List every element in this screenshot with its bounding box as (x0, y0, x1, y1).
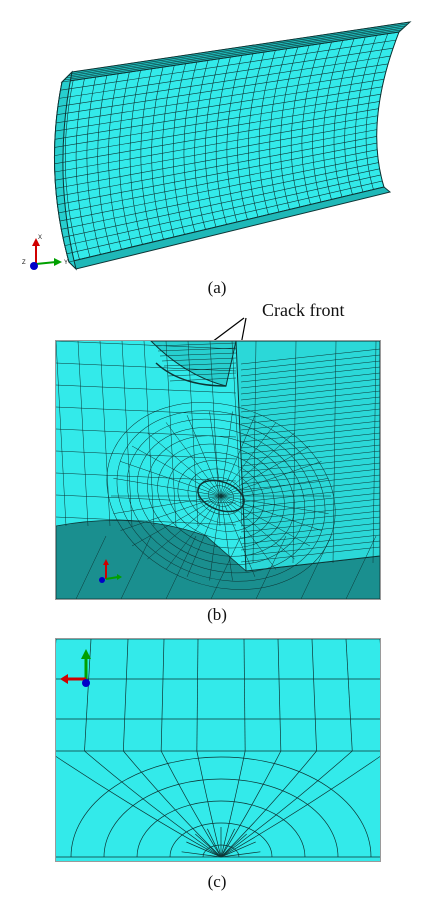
triad-x-label: X (38, 235, 42, 241)
crack-zoom-mesh-lines (56, 341, 380, 599)
coordinate-triad-b (99, 559, 122, 583)
crack-tip-mesh-lines (56, 639, 380, 858)
caption-c: (c) (207, 872, 227, 891)
triad-y-label: Y (64, 260, 68, 266)
shell-mesh-lines (54, 21, 410, 263)
panel-c-crack-tip-mesh (55, 638, 381, 862)
caption-a: (a) (207, 278, 227, 297)
half-cylinder-mesh-drawing: X Y Z (22, 21, 412, 271)
caption-b: (b) (207, 605, 227, 624)
crack-front-label: Crack front (262, 300, 345, 320)
panel-b-crack-zoom-mesh (55, 340, 381, 600)
triad-z-label: Z (22, 260, 26, 266)
lower-crack-front (197, 479, 245, 513)
crack-tip-mesh-drawing (56, 639, 380, 861)
panel-a-half-cylinder-mesh: X Y Z (14, 12, 419, 274)
upper-crack-front (155, 362, 227, 387)
coordinate-triad-a: X Y Z (22, 235, 68, 270)
coordinate-triad-c (60, 649, 91, 687)
crack-zoom-mesh-drawing (56, 341, 380, 599)
